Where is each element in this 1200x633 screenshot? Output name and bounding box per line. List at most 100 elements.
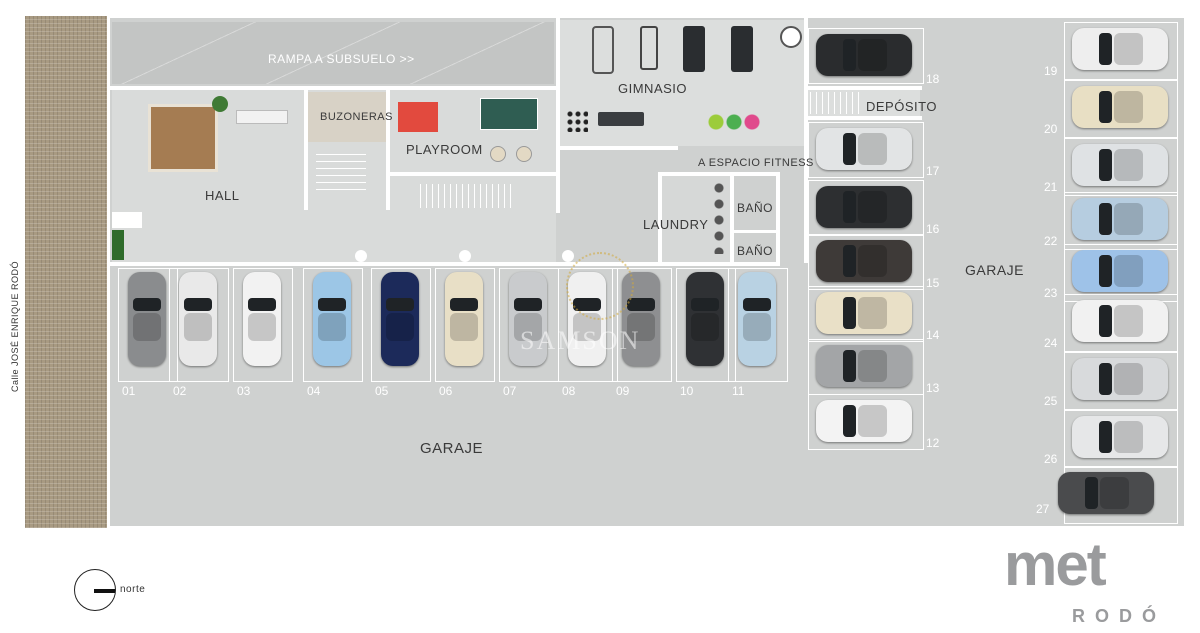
car-icon: [686, 272, 724, 366]
parking-bay-line: [808, 234, 924, 290]
parking-bay-line: [233, 268, 293, 382]
car-icon: [1072, 300, 1168, 342]
parking-bay-line: [1064, 22, 1178, 80]
parking-bay-line: [808, 122, 924, 178]
parking-space-number: 08: [562, 384, 576, 398]
laundry-label: LAUNDRY: [643, 217, 709, 232]
car-icon: [1072, 198, 1168, 240]
hall-door: [112, 212, 142, 228]
car-icon: [816, 34, 912, 76]
car-icon: [738, 272, 776, 366]
ping-pong-table-icon: [480, 98, 538, 130]
parking-space-number: 23: [1044, 286, 1058, 300]
car-icon: [381, 272, 419, 366]
playroom-label: PLAYROOM: [406, 142, 483, 157]
hall-wall-bottom: [110, 262, 780, 266]
treadmill-icon: [683, 26, 705, 72]
car-icon: [1072, 416, 1168, 458]
watermark-seal-icon: [566, 252, 634, 320]
car-icon: [243, 272, 281, 366]
playroom-wall-left: [386, 90, 390, 210]
parking-bay-line: [728, 268, 788, 382]
parking-bay-line: [676, 268, 736, 382]
parking-space-number: 02: [173, 384, 187, 398]
logo-subtitle: RODÓ: [1072, 606, 1166, 626]
street-label: Calle JOSÉ ENRIQUE RODÓ: [10, 260, 20, 392]
column-icon: [562, 250, 574, 262]
plant-icon: [112, 230, 124, 260]
elliptical-icon: [592, 26, 614, 74]
parking-space-number: 19: [1044, 64, 1058, 78]
car-icon: [816, 186, 912, 228]
ramp-area: [112, 22, 554, 84]
bath-wall-right: [776, 172, 780, 264]
parking-bay-line: [303, 268, 363, 382]
car-icon: [1072, 86, 1168, 128]
gym-wall-bottom: [558, 146, 678, 150]
mailbox-room: [306, 92, 386, 142]
sidewalk-strip: [25, 16, 109, 528]
parking-space-number: 13: [926, 381, 940, 395]
parking-bay-line: [808, 339, 924, 395]
parking-space-number: 22: [1044, 234, 1058, 248]
parking-bay-line: [1064, 138, 1178, 196]
play-table-icon: [398, 102, 438, 132]
parking-bay-line: [1064, 294, 1178, 352]
parking-bay-line: [808, 180, 924, 236]
ramp-label: RAMPA A SUBSUELO >>: [268, 52, 415, 66]
car-icon: [509, 272, 547, 366]
car-icon: [445, 272, 483, 366]
gym-wall-left: [556, 18, 560, 213]
fitness-access-label: A ESPACIO FITNESS: [698, 157, 814, 169]
car-icon: [1072, 250, 1168, 292]
car-icon: [816, 400, 912, 442]
parking-space-number: 14: [926, 328, 940, 342]
parking-space-number: 18: [926, 72, 940, 86]
washer-icons: [712, 180, 726, 254]
column-icon: [355, 250, 367, 262]
stool-icon: [516, 146, 532, 162]
parking-bay-line: [612, 268, 672, 382]
deposit-wall: [804, 116, 922, 120]
parking-space-number: 27: [1036, 502, 1050, 516]
parking-bay-line: [1064, 192, 1178, 250]
laundry-wall-left: [658, 172, 662, 264]
car-icon: [1072, 28, 1168, 70]
deposit-wall-top: [804, 86, 922, 90]
stairs: [810, 92, 860, 114]
parking-space-number: 11: [732, 384, 745, 398]
car-icon: [313, 272, 351, 366]
parking-space-number: 01: [122, 384, 136, 398]
parking-bay-line: [808, 28, 924, 84]
plant-icon: [212, 96, 228, 112]
parking-space-number: 20: [1044, 122, 1058, 136]
bath-1-label: BAÑO: [737, 201, 774, 215]
gym-wall-right: [804, 18, 808, 263]
parking-bay-line: [808, 286, 924, 342]
treadmill-icon: [731, 26, 753, 72]
parking-bay-line: [435, 268, 495, 382]
parking-space-number: 03: [237, 384, 251, 398]
parking-space-number: 26: [1044, 452, 1058, 466]
bath-divider: [730, 230, 776, 233]
parking-space-number: 17: [926, 164, 940, 178]
ramp-wall: [110, 86, 560, 90]
parking-space-number: 25: [1044, 394, 1058, 408]
parking-space-number: 15: [926, 276, 940, 290]
wall-clock-icon: [780, 26, 802, 48]
playroom-wall-bottom: [390, 172, 556, 176]
north-compass-icon: [74, 569, 116, 611]
car-icon: [816, 128, 912, 170]
reception-desk-icon: [236, 110, 288, 124]
column-icon: [459, 250, 471, 262]
parking-bay-line: [118, 268, 178, 382]
parking-bay-line: [1064, 352, 1178, 410]
car-icon: [128, 272, 166, 366]
gym-label: GIMNASIO: [618, 81, 688, 96]
parking-space-number: 07: [503, 384, 517, 398]
bath-2-label: BAÑO: [737, 244, 774, 258]
car-icon: [1072, 358, 1168, 400]
parking-space-number: 09: [616, 384, 630, 398]
parking-space-number: 04: [307, 384, 321, 398]
dumbbell-rack-icon: [566, 110, 588, 132]
